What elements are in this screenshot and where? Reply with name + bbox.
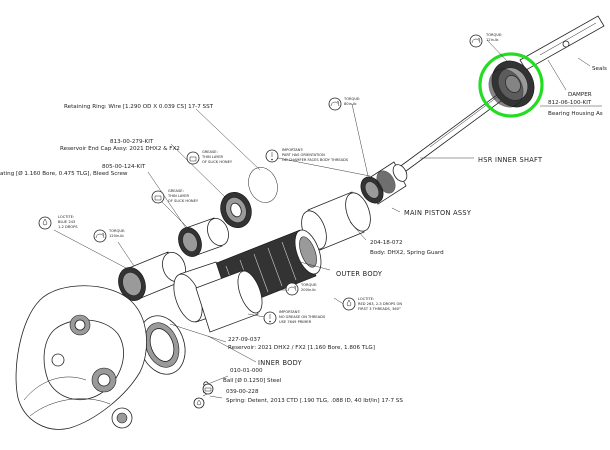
bearing-highlight-circle xyxy=(478,52,544,118)
grease-b-line1: GREASE: xyxy=(168,189,184,193)
grease-icon xyxy=(202,383,214,395)
inner-body-tube xyxy=(195,269,263,333)
retaining-ring xyxy=(248,167,278,203)
spring-guard-part-number: 204-18-072 xyxy=(370,240,403,246)
bleed-description: ating [Ø 1.160 Bore, 0.475 TLG], Bleed S… xyxy=(0,170,128,177)
hsr-inner-shaft-label: HSR INNER SHAFT xyxy=(478,156,543,164)
retaining-ring-label: Retaining Ring: Wire [1.290 OD X 0.039 C… xyxy=(64,104,214,110)
loctite-a-line2: BLUE 243 xyxy=(58,220,75,224)
inner-body-label: INNER BODY xyxy=(258,359,303,367)
loctite-icon xyxy=(193,397,205,409)
loctite-a-line1: LOCTITE: xyxy=(58,215,74,219)
bleed-screw-piston xyxy=(178,217,229,257)
torque-icon xyxy=(285,282,299,296)
grease-b-line2: THIN LAYER xyxy=(167,194,190,198)
ball-description: Ball [Ø 0.1250] Steel xyxy=(223,377,282,384)
bearing-description: Bearing Housing As xyxy=(548,111,603,117)
important-piston-line2: PART HAS ORIENTATION xyxy=(282,153,325,157)
grease-icon xyxy=(186,151,200,165)
loctite-b-line1: LOCTITE: xyxy=(358,297,374,301)
torque-a-line1: TORQUE: xyxy=(108,229,125,233)
torque-top-line1: TORQUE: xyxy=(485,33,502,37)
bearing-housing-assembly xyxy=(488,60,535,108)
loctite-b-line2: RED 263, 2-3 DROPS ON xyxy=(358,302,402,306)
grease-a-line1: GREASE: xyxy=(202,150,218,154)
spring-description: Spring: Detent, 2013 CTD [.190 TLG, .088… xyxy=(226,398,403,404)
reservoir-part-number: 227-09-037 xyxy=(228,337,261,343)
spring-part-number: 039-00-228 xyxy=(226,389,259,395)
reservoir-end-cap xyxy=(220,192,252,228)
torque-piston-line1: TORQUE: xyxy=(343,97,360,101)
damper-label: DAMPER xyxy=(568,92,592,98)
bearing-part-number: 812-06-100-KIT xyxy=(548,100,592,106)
grease-icon xyxy=(151,190,165,204)
outer-body-label: OUTER BODY xyxy=(336,270,383,278)
torque-top-line2: 12in-lb xyxy=(486,38,499,42)
torque-icon xyxy=(469,34,483,48)
torque-piston-line2: 80in-lb xyxy=(344,102,357,106)
spring-guard-description: Body: DHX2, Spring Guard xyxy=(370,250,444,256)
main-piston-assembly xyxy=(360,161,408,205)
torque-a-line2: 120in-lb xyxy=(109,234,124,238)
end-cap-part-number: 813-00-279-KIT xyxy=(110,139,154,145)
hsr-inner-shaft xyxy=(397,15,605,175)
reservoir-description: Reservoir: 2021 DHX2 / FX2 [1.160 Bore, … xyxy=(228,345,375,351)
important-b-line3: USE 7649 PRIMER xyxy=(279,320,312,324)
main-piston-label: MAIN PISTON ASSY xyxy=(404,209,472,217)
important-piston-line3: OD CHAMFER FACES BODY THREADS xyxy=(282,158,349,162)
reservoir-ring xyxy=(138,315,186,375)
grease-b-line3: OF SLICK HONEY xyxy=(168,199,199,203)
important-b-line1: IMPORTANT: xyxy=(279,310,300,314)
torque-icon xyxy=(328,97,342,111)
important-piston-line1: IMPORTANT: xyxy=(282,148,303,152)
loctite-icon xyxy=(342,297,356,311)
bleed-part-number: 805-00-124-KIT xyxy=(102,164,146,170)
torque-b-line1: TORQUE: xyxy=(300,283,317,287)
torque-icon xyxy=(93,229,107,243)
important-icon xyxy=(263,311,277,325)
ball-part-number: 010-01-000 xyxy=(230,368,263,374)
end-cap-description: Reservoir End Cap Assy: 2021 DHX2 & FX2 xyxy=(60,146,180,152)
loctite-icon xyxy=(38,216,52,230)
loctite-b-line3: FIRST 3 THREADS, 360° xyxy=(358,307,401,311)
important-icon xyxy=(265,149,279,163)
torque-b-line2: 200in-lb xyxy=(301,288,316,292)
shock-body-casting xyxy=(15,285,147,430)
grease-a-line2: THIN LAYER xyxy=(201,155,224,159)
grease-a-line3: OF SLICK HONEY xyxy=(202,160,233,164)
seals-label: Seals xyxy=(592,66,607,72)
important-b-line2: NO GREASE ON THREADS xyxy=(279,315,326,319)
loctite-a-line3: 1-2 DROPS xyxy=(58,225,78,229)
